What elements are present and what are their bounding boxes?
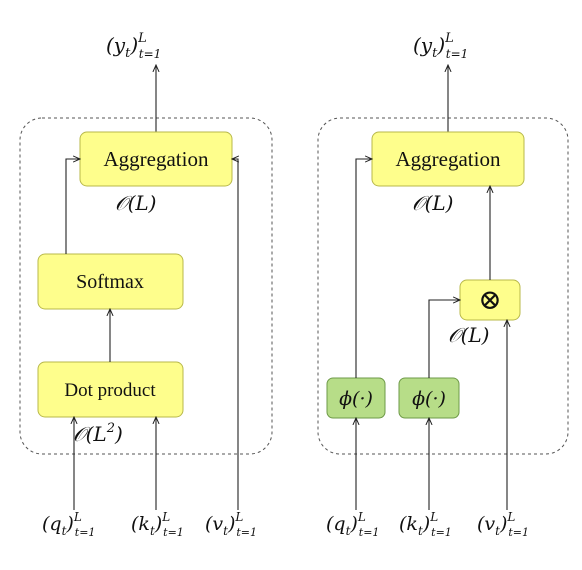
right-phi-k-to-product-arrow xyxy=(428,300,460,378)
left-v-arrow xyxy=(232,159,238,510)
right-phi-q-to-aggregation-arrow xyxy=(355,159,372,378)
left-softmax-to-aggregation-arrow xyxy=(65,159,80,254)
right-dashed-container xyxy=(317,117,569,455)
left-dashed-container xyxy=(19,117,273,455)
right-product-complexity: 𝒪(L) xyxy=(448,323,490,347)
right-aggregation-complexity: 𝒪(L) xyxy=(412,191,454,215)
left-aggregation-label: Aggregation xyxy=(104,147,209,171)
right-otimes-icon: ⊗ xyxy=(478,283,501,316)
right-phi-k-label: ϕ(·) xyxy=(412,388,446,410)
left-dot-product-label: Dot product xyxy=(64,380,156,401)
right-phi-q-label: ϕ(·) xyxy=(339,388,373,410)
right-aggregation-label: Aggregation xyxy=(396,147,501,171)
left-aggregation-complexity: 𝒪(L) xyxy=(115,191,157,215)
left-softmax-label: Softmax xyxy=(76,271,144,293)
left-dot-product-complexity: 𝒪(L2) xyxy=(73,421,123,446)
